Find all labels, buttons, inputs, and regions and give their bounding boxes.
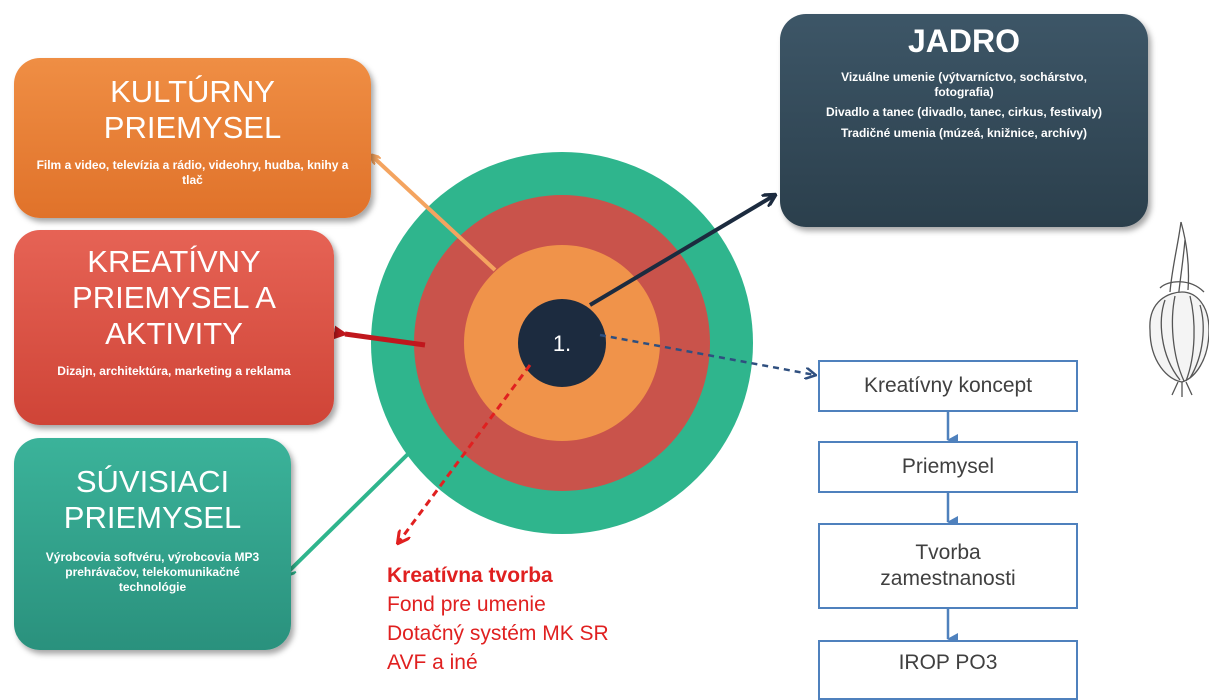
red-list-item: Dotačný systém MK SR (387, 622, 609, 645)
red-list-item: AVF a iné (387, 651, 478, 674)
dashed-arrow-to-flow (599, 333, 815, 375)
flow-step-tvorba-label: Tvorba zamestnanosti (880, 541, 1016, 590)
flow-step-kreativny-koncept: Kreatívny koncept (818, 360, 1078, 412)
dashed-arrow-to-kreativna-tvorba (398, 364, 532, 543)
arrow-to-kulturny (372, 156, 497, 272)
arrow-to-kreativny (333, 325, 426, 348)
jadro-item-tradicne-umenia: Tradičné umenia (múzeá, knižnice, archív… (840, 125, 1088, 140)
kulturny-description: Film a video, televízia a rádio, videohr… (36, 158, 349, 187)
kreativny-title-line1: KREATÍVNY (87, 244, 261, 279)
jadro-box: JADRO Vizuálne umenie (výtvarníctvo, soc… (780, 14, 1148, 227)
flow-step-priemysel: Priemysel (818, 441, 1078, 493)
kreativna-tvorba-heading: Kreatívna tvorba (387, 564, 553, 587)
flow-step-tvorba-zamestnanosti: Tvorba zamestnanosti (818, 523, 1078, 609)
kreativny-title-line2: PRIEMYSEL A (72, 280, 276, 315)
kreativny-title-line3: AKTIVITY (105, 316, 243, 351)
suvisiaci-description: Výrobcovia softvéru, výrobcovia MP3 preh… (45, 550, 260, 594)
suvisiaci-priemysel-box: SÚVISIACI PRIEMYSEL Výrobcovia softvéru,… (14, 438, 291, 650)
kulturny-priemysel-box: KULTÚRNY PRIEMYSEL Film a video, televíz… (14, 58, 371, 218)
kulturny-title-line1: KULTÚRNY (110, 74, 275, 109)
suvisiaci-title-line1: SÚVISIACI (75, 464, 230, 499)
jadro-item-vizualne-umenie: Vizuálne umenie (výtvarníctvo, sochárstv… (841, 70, 1087, 99)
core-circle (518, 299, 606, 387)
red-list-item: Fond pre umenie (387, 593, 546, 616)
suvisiaci-title-line2: PRIEMYSEL (63, 500, 242, 535)
diagram-canvas: 1. (0, 152, 1209, 645)
flow-step-irop-po3: IROP PO3 (818, 640, 1078, 700)
arrow-to-jadro (588, 195, 775, 307)
jadro-title: JADRO (907, 23, 1020, 59)
kreativny-priemysel-box: KREATÍVNY PRIEMYSEL A AKTIVITY Dizajn, a… (14, 230, 334, 425)
kreativna-tvorba-list: Kreatívna tvorba Fond pre umenie Dotačný… (387, 561, 609, 677)
kulturny-title-line2: PRIEMYSEL (103, 110, 282, 145)
onion-illustration (1149, 221, 1209, 397)
kreativny-description: Dizajn, architektúra, marketing a reklam… (57, 364, 291, 378)
jadro-item-divadlo-a-tanec: Divadlo a tanec (divadlo, tanec, cirkus,… (825, 105, 1103, 119)
core-label: 1. (553, 331, 571, 356)
arrow-to-suvisiaci (285, 450, 412, 575)
